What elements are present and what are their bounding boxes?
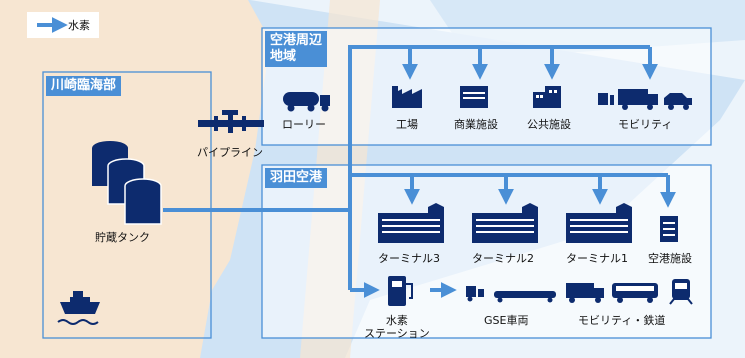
- lorry-icon: [283, 92, 330, 112]
- public-label: 公共施設: [527, 118, 571, 131]
- terminal-2-icon: [472, 203, 538, 243]
- factory-icon: [392, 86, 422, 108]
- mobility-rail-icon: [566, 279, 693, 305]
- terminal2-label: ターミナル2: [472, 252, 534, 265]
- gse-vehicles-icon: [466, 286, 556, 303]
- public-facility-icon: [533, 86, 561, 108]
- mobility-rail-label: モビリティ・鉄道: [578, 314, 666, 327]
- terminal3-label: ターミナル3: [378, 252, 440, 265]
- terminal1-label: ターミナル1: [566, 252, 628, 265]
- hydrogen-station-icon: [388, 276, 413, 306]
- tank-label: 貯蔵タンク: [95, 231, 150, 244]
- kawasaki-region-box: [42, 71, 212, 339]
- hydrogen-flow-lines: [163, 45, 676, 298]
- kawasaki-region-label: 川崎臨海部: [46, 76, 122, 96]
- h2-station-label: 水素 ステーション: [364, 314, 430, 340]
- mobility-top-label: モビリティ: [618, 118, 673, 131]
- gse-label: GSE車両: [484, 314, 529, 327]
- mobility-vehicles-icon: [598, 89, 692, 110]
- airport-facility-label: 空港施設: [648, 252, 692, 265]
- legend-label: 水素: [68, 19, 90, 32]
- terminal-3-icon: [378, 203, 444, 243]
- commercial-facility-icon: [460, 86, 488, 108]
- haneda-region-box: [261, 164, 712, 339]
- lorry-label: ローリー: [282, 118, 326, 131]
- haneda-region-label: 羽田空港: [265, 168, 328, 188]
- airport-facility-icon: [660, 216, 678, 242]
- airport-area-region-label: 空港周辺 地域: [265, 31, 328, 67]
- storage-tank-icon: [92, 141, 162, 225]
- ship-icon: [57, 291, 100, 325]
- pipeline-icon: [198, 110, 264, 133]
- factory-label: 工場: [396, 118, 418, 131]
- commercial-label: 商業施設: [454, 118, 498, 131]
- terminal-1-icon: [566, 203, 632, 243]
- pipeline-label: パイプライン: [197, 146, 263, 159]
